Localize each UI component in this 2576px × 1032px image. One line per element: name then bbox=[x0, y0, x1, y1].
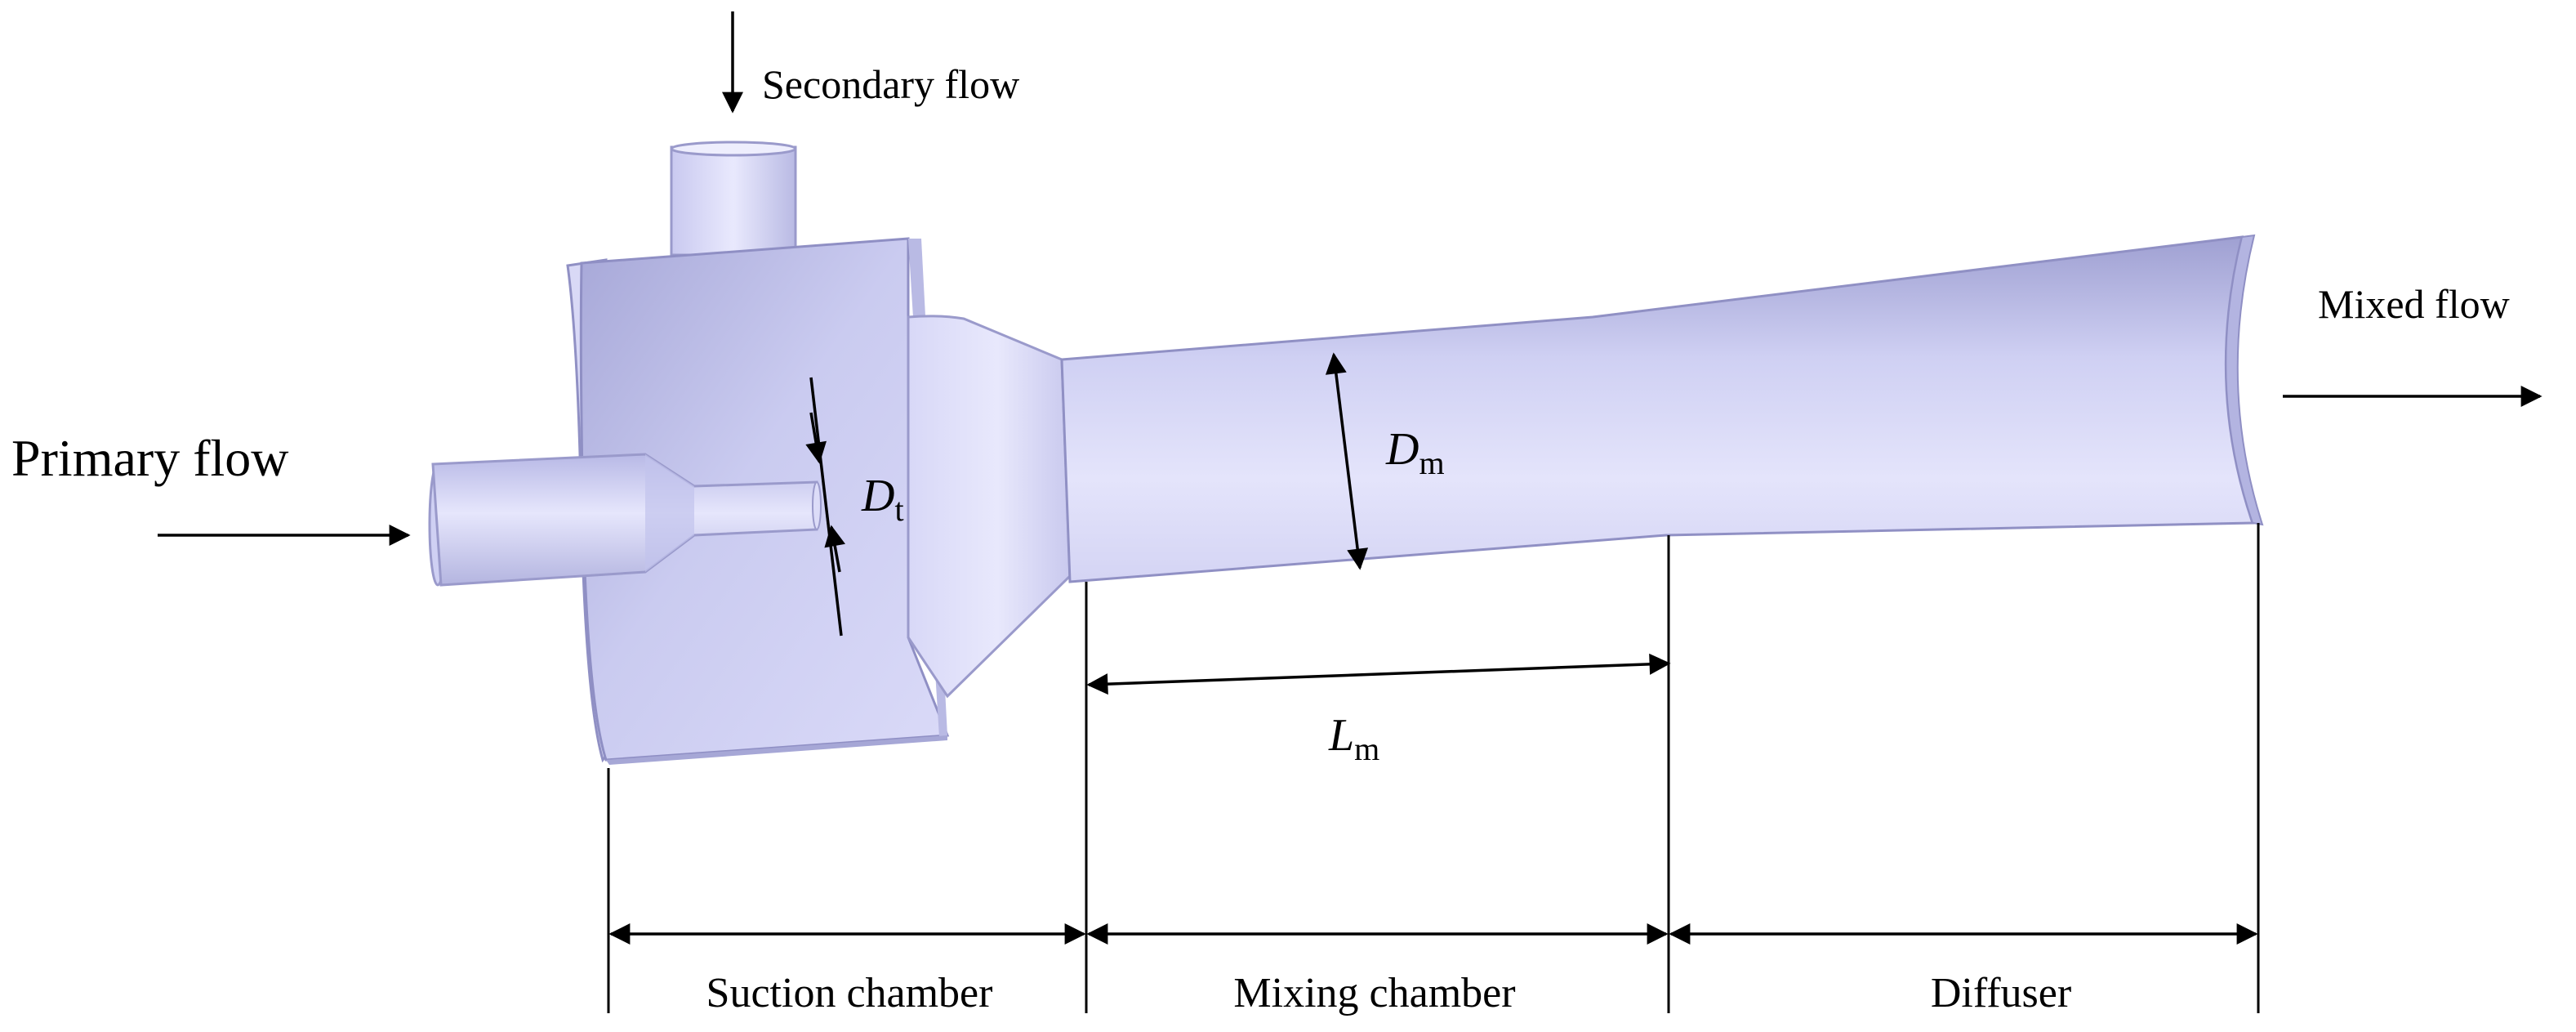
secondary-flow-label: Secondary flow bbox=[762, 61, 1019, 107]
mixed-flow-label: Mixed flow bbox=[2318, 281, 2510, 327]
mixing-diameter-dimension bbox=[1325, 352, 1369, 570]
extension-lines bbox=[607, 523, 2260, 1013]
diffuser-label: Diffuser bbox=[1931, 970, 2071, 1016]
throat-dimension bbox=[805, 377, 845, 637]
mixing-diffuser-tube bbox=[1060, 235, 2255, 583]
outlet-rim bbox=[2225, 234, 2264, 526]
primary-nozzle bbox=[428, 453, 822, 587]
mixing-chamber-label: Mixing chamber bbox=[1233, 970, 1515, 1016]
primary-flow-label: Primary flow bbox=[11, 429, 289, 487]
suction-chamber-label: Suction chamber bbox=[706, 970, 993, 1016]
throat-label: Dt bbox=[861, 471, 904, 528]
mixing-length-dimension bbox=[1086, 653, 1671, 695]
secondary-inlet-pipe bbox=[670, 141, 797, 257]
converging-cone bbox=[907, 315, 1072, 699]
mixing-length-label: Lm bbox=[1328, 710, 1379, 767]
mixing-diameter-label: Dm bbox=[1385, 424, 1445, 481]
